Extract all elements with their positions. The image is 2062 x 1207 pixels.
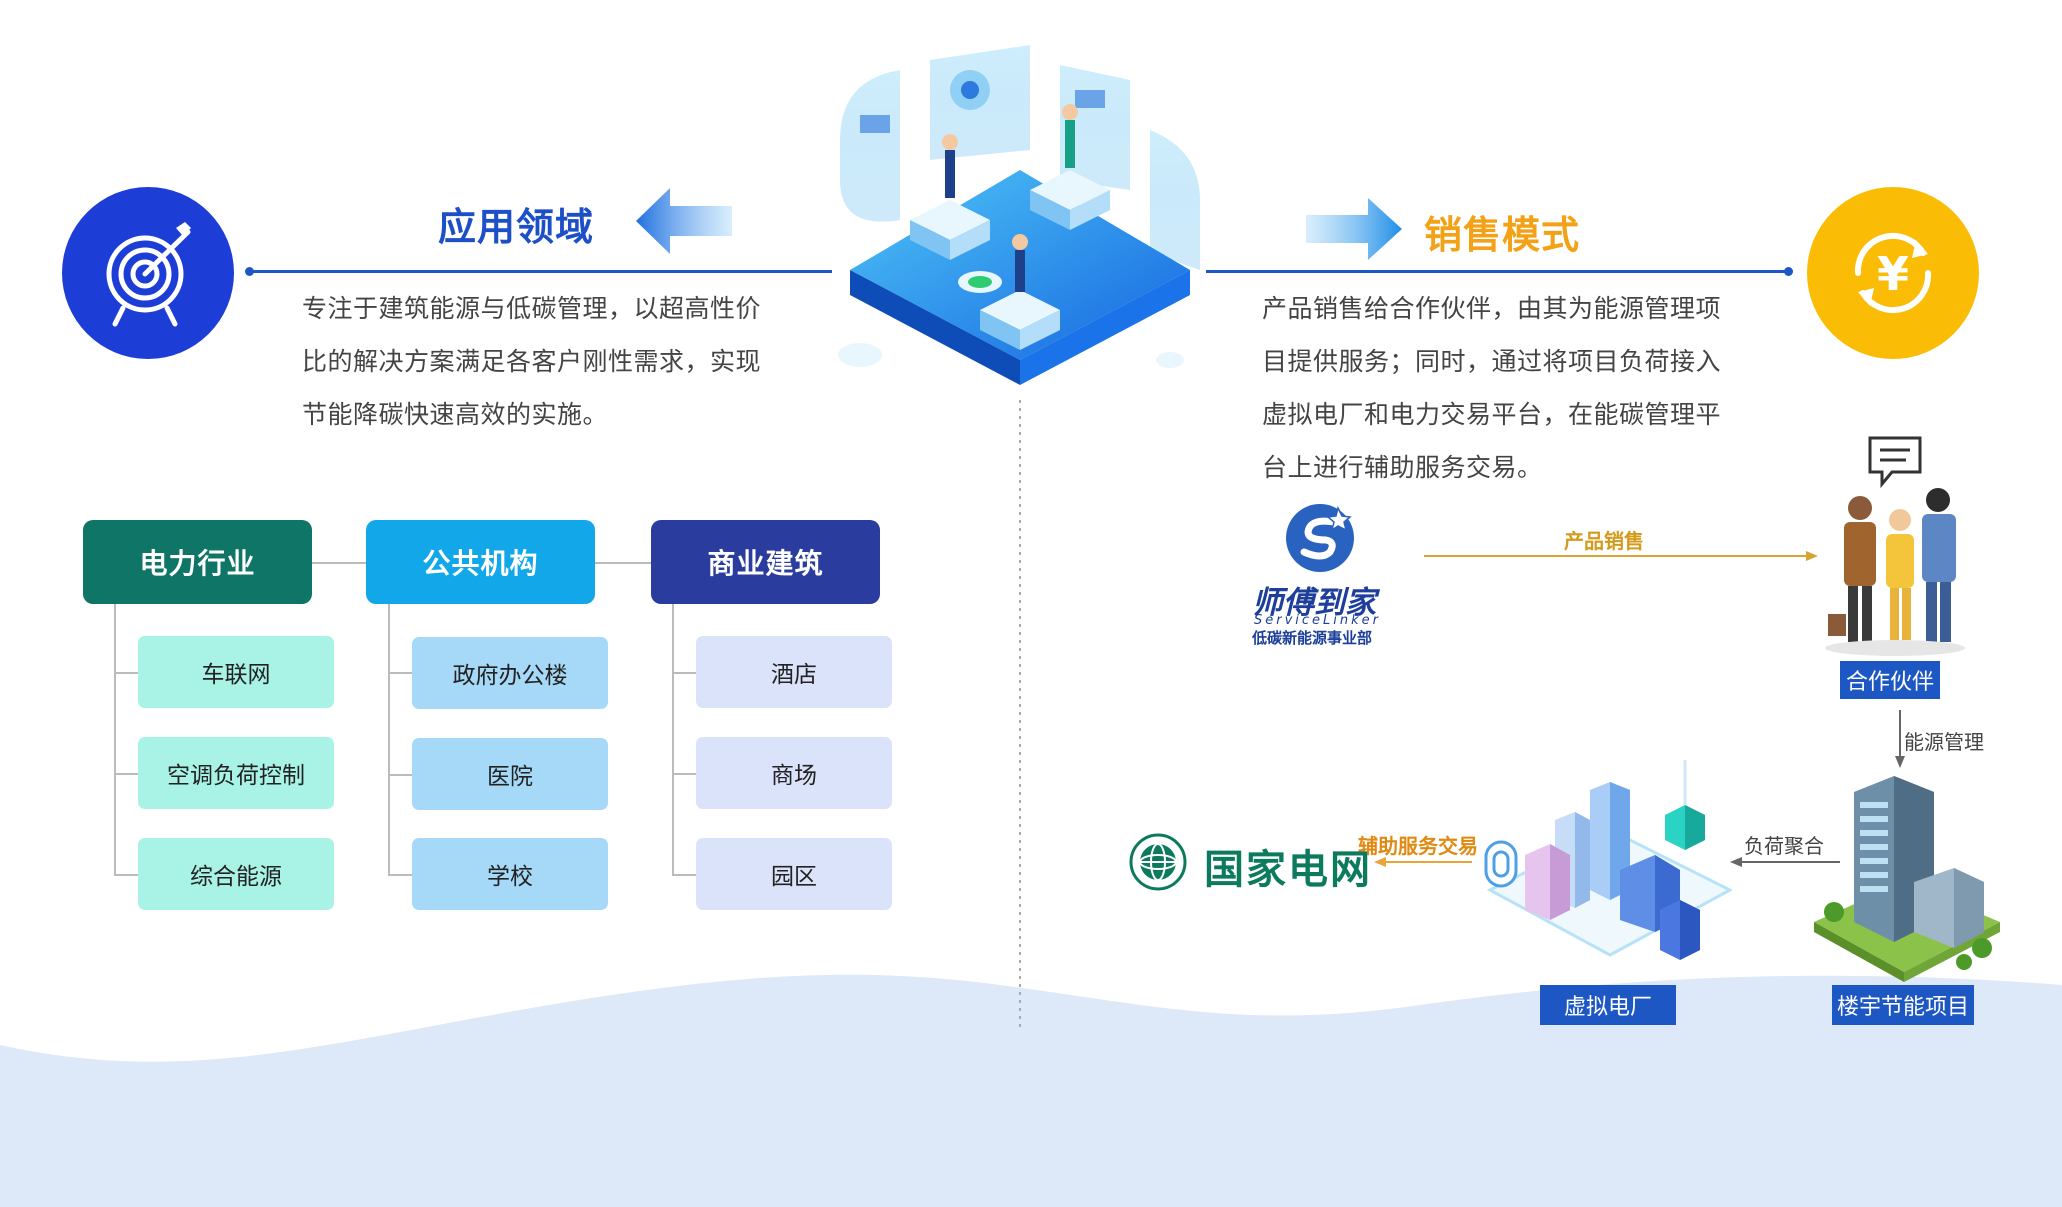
item-hotel: 酒店 xyxy=(696,636,892,708)
sales-description: 产品销售给合作伙伴，由其为能源管理项 目提供服务；同时，通过将项目负荷接入 虚拟… xyxy=(1262,294,1722,482)
virtual-power-plant-label: 虚拟电厂 xyxy=(1540,985,1676,1025)
energy-management-label: 能源管理 xyxy=(1904,730,1984,754)
product-sales-label: 产品销售 xyxy=(1564,529,1644,553)
building-project-illustration xyxy=(1814,776,2000,982)
product-sales-arrow xyxy=(1424,551,1818,561)
load-aggregation-arrow xyxy=(1730,857,1840,867)
item-ev-network: 车联网 xyxy=(138,636,334,708)
data-platform-illustration xyxy=(838,45,1200,385)
right-line-dot xyxy=(1784,267,1793,276)
item-ac-load-control: 空调负荷控制 xyxy=(138,737,334,809)
tree-connector xyxy=(672,604,674,876)
servicelinker-logo-icon xyxy=(1286,504,1354,572)
load-aggregation-label: 负荷聚合 xyxy=(1744,834,1824,858)
tree-branch xyxy=(672,672,696,674)
category-power-industry: 电力行业 xyxy=(83,520,312,604)
category-public-institution: 公共机构 xyxy=(366,520,595,604)
item-government-office: 政府办公楼 xyxy=(412,637,608,709)
left-title-line xyxy=(247,270,832,273)
virtual-power-plant-illustration xyxy=(1484,760,1732,960)
tree-branch xyxy=(114,773,138,775)
item-integrated-energy: 综合能源 xyxy=(138,838,334,910)
sales-title: 销售模式 xyxy=(1424,213,1581,257)
state-grid-logo-icon xyxy=(1129,833,1187,891)
category-connector xyxy=(595,562,651,564)
category-commercial-building: 商业建筑 xyxy=(651,520,880,604)
partner-label: 合作伙伴 xyxy=(1840,661,1940,699)
sales-circle: ¥ xyxy=(1807,187,1979,359)
tree-branch xyxy=(388,672,412,674)
left-arrow-icon xyxy=(636,188,732,254)
target-icon xyxy=(106,222,191,327)
center-divider xyxy=(1019,400,1021,1030)
application-description: 专注于建筑能源与低碳管理，以超高性价 比的解决方案满足各客户刚性需求，实现 节能… xyxy=(302,294,762,429)
company-division: 低碳新能源事业部 xyxy=(1252,629,1373,647)
company-name: 师傅到家 xyxy=(1252,585,1376,621)
partners-illustration xyxy=(1825,436,1965,656)
left-line-dot xyxy=(245,267,254,276)
right-title-line xyxy=(1206,270,1790,273)
tree-branch xyxy=(388,874,412,876)
building-project-label: 楼宇节能项目 xyxy=(1832,985,1974,1025)
state-grid-name: 国家电网 xyxy=(1204,847,1372,893)
application-circle xyxy=(62,187,234,359)
item-hospital: 医院 xyxy=(412,738,608,810)
company-en-name: ServiceLinker xyxy=(1254,613,1382,628)
tree-branch xyxy=(672,874,696,876)
ancillary-trade-arrow xyxy=(1374,857,1472,867)
tree-branch xyxy=(672,773,696,775)
category-connector xyxy=(312,562,366,564)
tree-connector xyxy=(114,604,116,876)
item-park: 园区 xyxy=(696,838,892,910)
right-arrow-icon xyxy=(1306,198,1402,260)
tree-connector xyxy=(388,604,390,876)
tree-branch xyxy=(114,874,138,876)
tree-branch xyxy=(388,774,412,776)
ancillary-trade-label: 辅助服务交易 xyxy=(1358,834,1478,858)
energy-management-arrow xyxy=(1895,710,1905,768)
svg-text:¥: ¥ xyxy=(1877,247,1909,301)
yen-cycle-icon: ¥ xyxy=(1854,232,1932,314)
application-title: 应用领域 xyxy=(438,205,595,249)
item-school: 学校 xyxy=(412,838,608,910)
tree-branch xyxy=(114,672,138,674)
item-mall: 商场 xyxy=(696,737,892,809)
